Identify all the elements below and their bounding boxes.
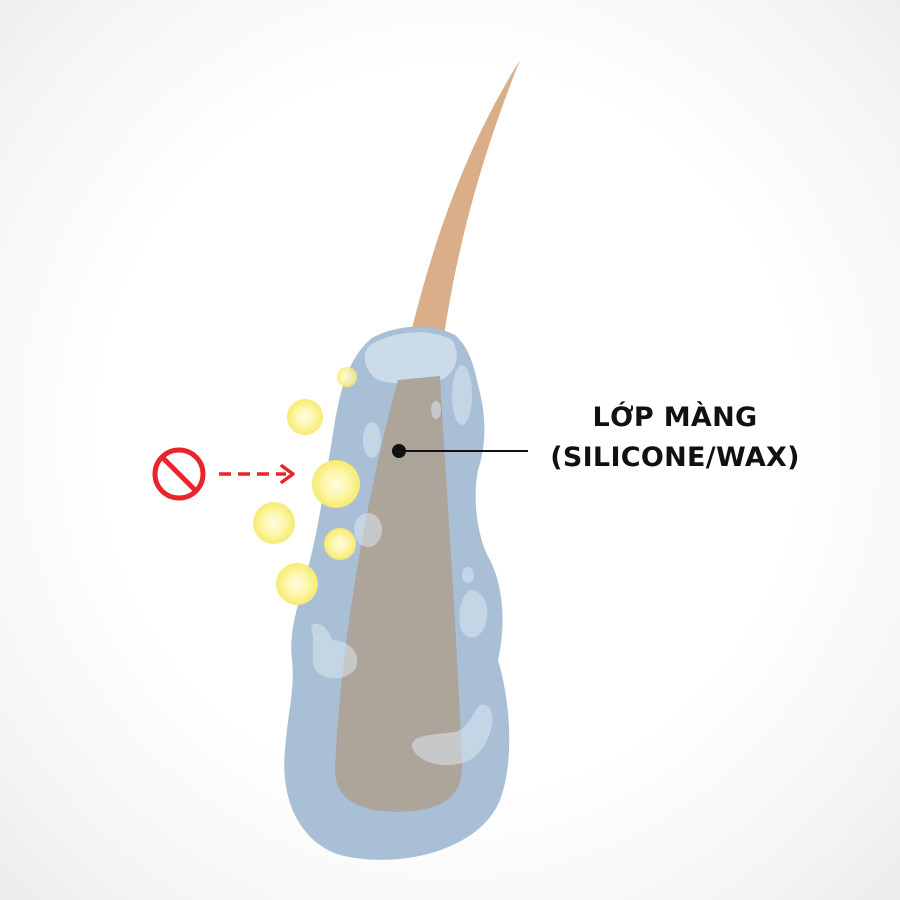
- label-line-1: LỚP MÀNG: [592, 402, 758, 433]
- bubble: [324, 528, 356, 560]
- bubble: [312, 460, 360, 508]
- film-layer-label: LỚP MÀNG (SILICONE/WAX): [530, 398, 820, 478]
- leader-line: [392, 444, 528, 458]
- dashed-arrow-icon: [219, 464, 295, 484]
- label-line-2: (SILICONE/WAX): [550, 442, 800, 473]
- bubble: [287, 399, 323, 435]
- bubble: [253, 502, 295, 544]
- hair-tip: [400, 60, 520, 380]
- film-top-highlight: [364, 332, 457, 385]
- hair-shaft-inside: [335, 376, 463, 812]
- leader-dot: [392, 444, 406, 458]
- bubble: [276, 563, 318, 605]
- film-highlights: [311, 365, 493, 766]
- blocked-icon: [152, 447, 206, 501]
- nutrient-bubbles: [253, 367, 360, 605]
- bubble: [337, 367, 357, 387]
